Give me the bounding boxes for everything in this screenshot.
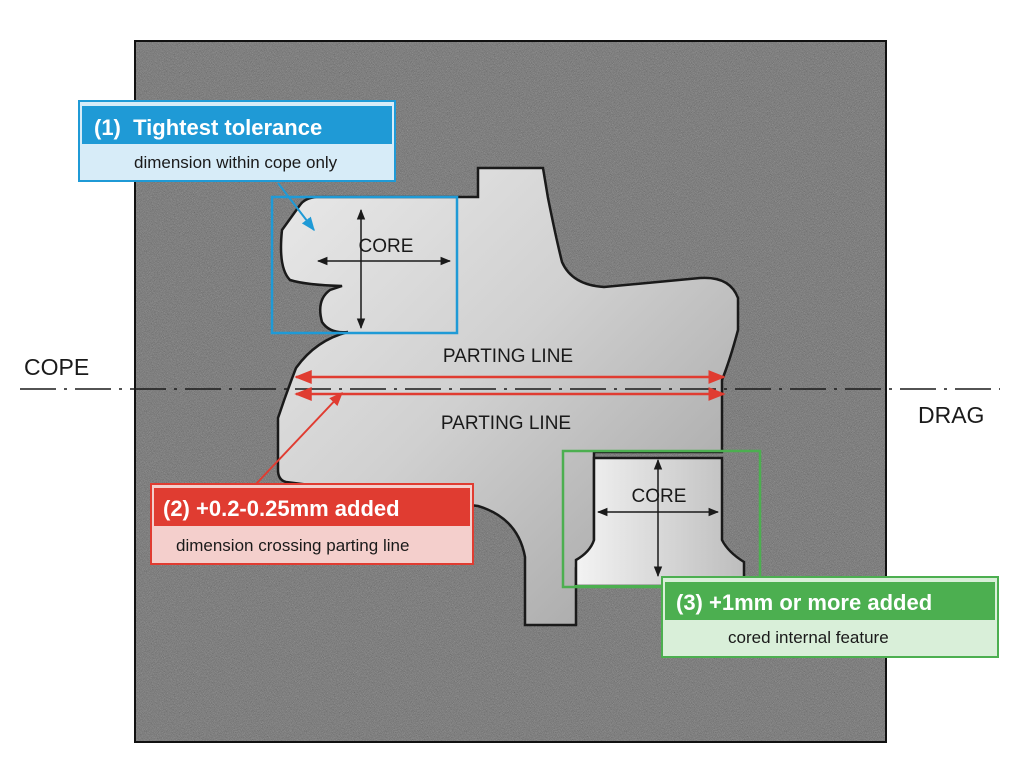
- callout-3-title: (3) +1mm or more added: [676, 590, 932, 615]
- callout-2-subtitle: dimension crossing parting line: [176, 536, 409, 555]
- drag-label: DRAG: [918, 402, 984, 428]
- parting-line-label-top: PARTING LINE: [443, 346, 573, 367]
- callout-tightest-tolerance: (1) Tightest tolerance dimension within …: [78, 100, 396, 182]
- core-bottom-label: CORE: [632, 486, 687, 507]
- parting-line-label-bottom: PARTING LINE: [441, 413, 571, 434]
- cope-label: COPE: [24, 354, 89, 380]
- callout-1-leader: [277, 182, 315, 232]
- core-top-highlight: [270, 195, 459, 335]
- core-top: CORE: [270, 195, 459, 335]
- callout-cored-feature: (3) +1mm or more added cored internal fe…: [661, 576, 999, 658]
- callout-parting-line-added: (2) +0.2-0.25mm added dimension crossing…: [150, 483, 474, 565]
- callout-3-subtitle: cored internal feature: [728, 628, 889, 647]
- callout-2-leader: [255, 391, 343, 485]
- core-pocket-bottom: [574, 456, 746, 588]
- callout-1-subtitle: dimension within cope only: [134, 153, 338, 172]
- core-top-label: CORE: [359, 236, 414, 257]
- callout-1-title: (1) Tightest tolerance: [94, 115, 322, 140]
- callout-2-title: (2) +0.2-0.25mm added: [163, 496, 400, 521]
